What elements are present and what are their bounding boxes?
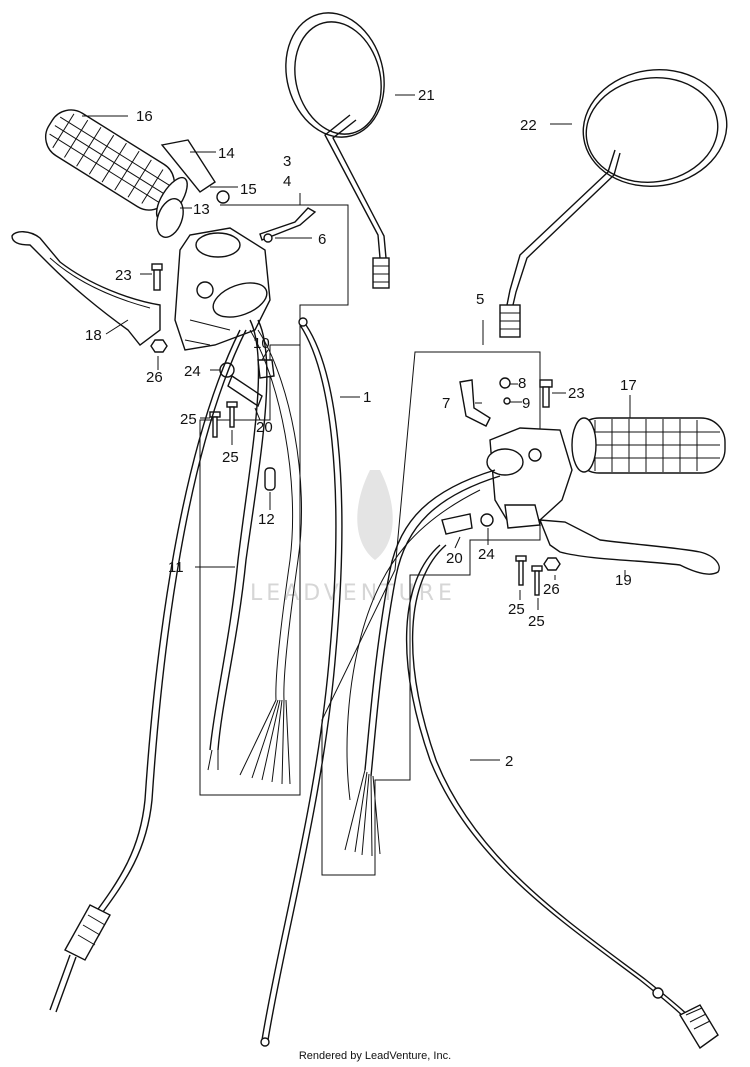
callout-25-right-b: 25 bbox=[528, 613, 545, 630]
callout-13: 13 bbox=[193, 201, 210, 218]
callout-12: 12 bbox=[258, 511, 275, 528]
part-8 bbox=[499, 377, 511, 389]
callout-labels: 16 14 15 13 21 22 3 4 6 23 18 26 24 10 1… bbox=[85, 87, 637, 770]
part-7 bbox=[459, 379, 491, 427]
part-6 bbox=[259, 207, 317, 241]
callout-18: 18 bbox=[85, 327, 102, 344]
nut-26-right bbox=[543, 557, 561, 571]
callout-7: 7 bbox=[442, 395, 450, 412]
callout-19: 19 bbox=[615, 572, 632, 589]
callout-16: 16 bbox=[136, 108, 153, 125]
callout-20-left: 20 bbox=[256, 419, 273, 436]
footer-credit: Rendered by LeadVenture, Inc. bbox=[298, 1050, 452, 1062]
callout-9: 9 bbox=[522, 395, 530, 412]
callout-24-right: 24 bbox=[478, 546, 495, 563]
callout-23-left: 23 bbox=[115, 267, 132, 284]
cable-1 bbox=[260, 317, 343, 1047]
lever-right bbox=[538, 519, 720, 575]
part-20-left bbox=[227, 374, 263, 408]
callout-25-right-a: 25 bbox=[508, 601, 525, 618]
callout-3: 3 bbox=[283, 153, 291, 170]
callout-8: 8 bbox=[518, 375, 526, 392]
callout-2: 2 bbox=[505, 753, 513, 770]
callout-6: 6 bbox=[318, 231, 326, 248]
part-24-right bbox=[480, 513, 494, 527]
callout-14: 14 bbox=[218, 145, 235, 162]
lever-left bbox=[11, 231, 161, 346]
mirror-left bbox=[285, 12, 390, 289]
callout-23-right: 23 bbox=[568, 385, 585, 402]
screws-25-right bbox=[515, 555, 543, 596]
callout-10: 10 bbox=[253, 335, 270, 352]
watermark-text: LEADVENTURE bbox=[250, 581, 456, 606]
callout-25-left-a: 25 bbox=[180, 411, 197, 428]
cable-2 bbox=[405, 544, 719, 1050]
callout-21: 21 bbox=[418, 87, 435, 104]
callout-26-right: 26 bbox=[543, 581, 560, 598]
screws-25-left bbox=[209, 401, 238, 438]
part-15 bbox=[216, 190, 230, 204]
leader-lines bbox=[82, 94, 631, 761]
callout-20-right: 20 bbox=[446, 550, 463, 567]
callout-4: 4 bbox=[283, 173, 291, 190]
bolt-23-right bbox=[539, 379, 553, 408]
right-switch-housing bbox=[486, 427, 573, 529]
wire-harness-right bbox=[344, 469, 501, 857]
wire-harness-left bbox=[207, 319, 303, 785]
left-switch-housing bbox=[174, 227, 271, 351]
part-14 bbox=[160, 139, 216, 193]
part-12 bbox=[264, 467, 276, 491]
grip-right bbox=[571, 417, 726, 474]
left-switch-group-box bbox=[199, 204, 349, 796]
bolt-23-left bbox=[151, 263, 163, 291]
callout-11: 11 bbox=[168, 559, 184, 576]
part-13 bbox=[156, 198, 184, 238]
watermark: LEADVENTURE bbox=[250, 470, 456, 606]
cable-left-long bbox=[49, 329, 247, 1013]
callout-15: 15 bbox=[240, 181, 257, 198]
callout-26-left: 26 bbox=[146, 369, 163, 386]
mirror-right bbox=[499, 68, 728, 338]
callout-24-left: 24 bbox=[184, 363, 201, 380]
part-20-right bbox=[441, 513, 473, 535]
nut-26-left bbox=[150, 339, 168, 353]
callout-25-left-b: 25 bbox=[222, 449, 239, 466]
callout-17: 17 bbox=[620, 377, 637, 394]
callout-5: 5 bbox=[476, 291, 484, 308]
callout-22: 22 bbox=[520, 117, 537, 134]
part-9 bbox=[503, 397, 511, 405]
callout-1: 1 bbox=[363, 389, 371, 406]
